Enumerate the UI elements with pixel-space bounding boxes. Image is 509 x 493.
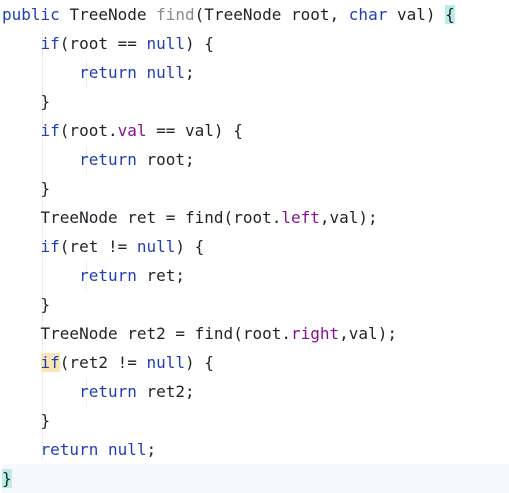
code-line[interactable]: return null;	[2, 58, 195, 87]
indent-guide-inner	[86, 146, 87, 175]
code-token: right	[290, 324, 340, 343]
code-token: ,val);	[319, 208, 378, 227]
code-token: null	[146, 353, 186, 372]
code-token: char	[348, 5, 388, 24]
code-token: if	[40, 353, 60, 372]
code-token: ) {	[175, 237, 205, 256]
code-line[interactable]: return ret2;	[2, 377, 195, 406]
code-token: return	[79, 382, 137, 401]
code-line[interactable]: }	[2, 464, 509, 493]
code-token	[2, 353, 41, 372]
code-token	[2, 237, 41, 256]
code-line[interactable]: return root;	[2, 145, 195, 174]
code-token: }	[2, 469, 12, 488]
code-token	[137, 63, 147, 82]
indent-guide-inner	[86, 262, 87, 291]
indent-guide-inner	[86, 378, 87, 407]
code-token: TreeNode	[69, 5, 147, 24]
code-token: return	[79, 150, 137, 169]
code-token: left	[281, 208, 320, 227]
code-token: val	[117, 121, 147, 140]
code-token	[2, 440, 41, 459]
code-token: null	[136, 237, 176, 256]
code-line[interactable]: }	[2, 406, 51, 435]
code-token: }	[2, 179, 51, 198]
code-token: null	[146, 63, 186, 82]
code-token	[147, 5, 157, 24]
code-token: TreeNode ret = find(root.	[2, 208, 282, 227]
code-token: (root ==	[59, 34, 147, 53]
code-token: return	[79, 63, 137, 82]
code-token: ;	[185, 63, 195, 82]
code-line[interactable]: TreeNode ret = find(root.left,val);	[2, 203, 378, 232]
code-line[interactable]: if(ret2 != null) {	[2, 348, 214, 377]
code-line[interactable]: if(root == null) {	[2, 29, 214, 58]
code-line[interactable]: if(root.val == val) {	[2, 116, 243, 145]
code-token: }	[2, 92, 51, 111]
code-token: root;	[136, 150, 195, 169]
code-token	[2, 121, 41, 140]
code-line[interactable]: }	[2, 87, 51, 116]
code-token: public	[2, 5, 60, 24]
code-line[interactable]: if(ret != null) {	[2, 232, 205, 261]
code-token: find	[156, 5, 195, 24]
code-token: if	[40, 237, 60, 256]
code-token: (root.	[59, 121, 118, 140]
code-token: ret2;	[136, 382, 195, 401]
code-token: (ret !=	[59, 237, 137, 256]
code-token: null	[107, 440, 147, 459]
code-token: null	[146, 34, 186, 53]
code-token	[2, 266, 79, 285]
code-token: {	[445, 5, 455, 24]
code-token: if	[40, 34, 60, 53]
indent-guide-inner	[86, 59, 87, 88]
code-token: ) {	[185, 34, 214, 53]
code-line[interactable]: TreeNode ret2 = find(root.right,val);	[2, 319, 397, 348]
code-token	[60, 5, 70, 24]
code-token: ret;	[136, 266, 186, 285]
code-token: ;	[146, 440, 157, 459]
code-token: TreeNode ret2 = find(root.	[2, 324, 291, 343]
code-token	[2, 63, 79, 82]
code-line[interactable]: }	[2, 174, 51, 203]
code-token: (TreeNode root,	[194, 5, 349, 24]
code-line[interactable]: public TreeNode find(TreeNode root, char…	[2, 0, 455, 29]
code-token	[2, 382, 79, 401]
code-token: }	[2, 295, 51, 314]
code-token: ) {	[185, 353, 214, 372]
code-token: return	[40, 440, 99, 459]
code-token	[98, 440, 108, 459]
code-token	[2, 34, 41, 53]
code-token: == val) {	[146, 121, 243, 140]
code-token: }	[2, 411, 51, 430]
code-token: val)	[387, 5, 446, 24]
code-token	[2, 150, 79, 169]
code-token: if	[40, 121, 60, 140]
code-token: (ret2 !=	[59, 353, 147, 372]
code-line[interactable]: return null;	[2, 435, 157, 464]
code-line[interactable]: return ret;	[2, 261, 185, 290]
code-token: return	[79, 266, 137, 285]
code-line[interactable]: }	[2, 290, 51, 319]
indent-guide	[42, 30, 43, 460]
code-token: ,val);	[339, 324, 397, 343]
